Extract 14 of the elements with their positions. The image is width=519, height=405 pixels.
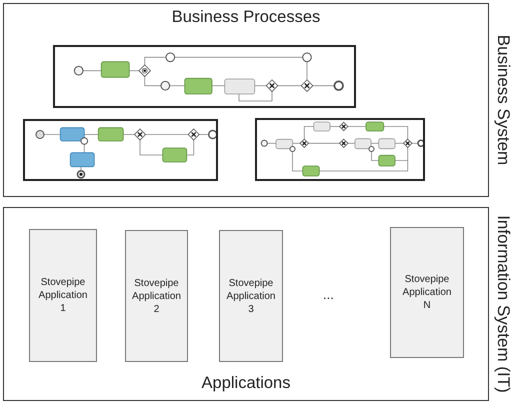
app-name: Stovepipe Application 2	[131, 276, 182, 316]
side-label: Information System (IT)	[494, 215, 513, 393]
side-label: Business System	[494, 34, 513, 166]
continuation-dots: ...	[323, 287, 334, 302]
app-box	[390, 227, 464, 358]
process-diagram	[255, 118, 425, 181]
app-box	[29, 229, 97, 362]
panel-heading: Applications	[202, 374, 290, 393]
app-box	[125, 230, 188, 362]
app-name: Stovepipe Application 3	[226, 276, 276, 316]
app-name: Stovepipe Application N	[402, 273, 452, 312]
panel-heading: Business Processes	[172, 8, 320, 27]
app-name: Stovepipe Application 1	[38, 276, 88, 315]
app-box	[219, 230, 283, 362]
